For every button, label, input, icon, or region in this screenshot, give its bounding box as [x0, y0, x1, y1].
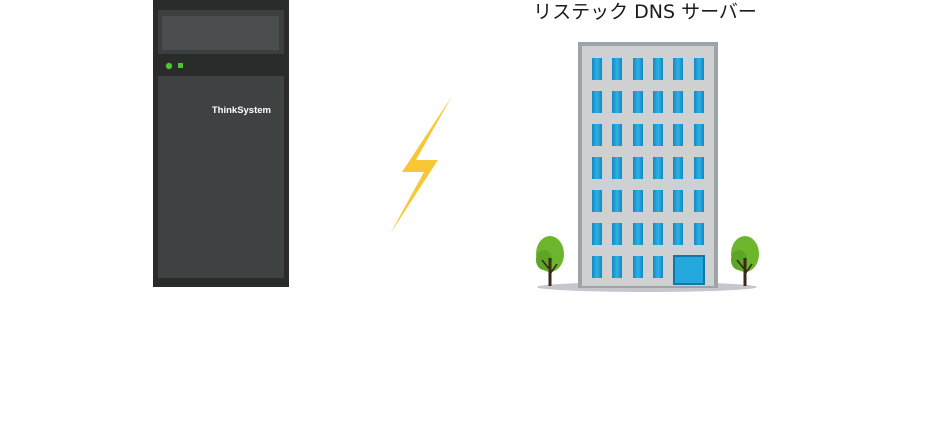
building-window — [653, 124, 663, 146]
building-window — [612, 124, 622, 146]
building-window — [694, 58, 704, 80]
building-window — [653, 190, 663, 212]
building-window — [592, 91, 602, 113]
building-window — [653, 256, 663, 278]
status-led — [178, 63, 183, 68]
building-window — [612, 157, 622, 179]
tower-server: ThinkSystem — [153, 0, 289, 287]
building-window — [653, 58, 663, 80]
building-window — [673, 124, 683, 146]
building-window — [653, 157, 663, 179]
building-window — [633, 157, 643, 179]
building-window — [592, 124, 602, 146]
dns-server-title: リステック DNS サーバー — [533, 1, 757, 23]
building-window — [673, 91, 683, 113]
server-brand-label: ThinkSystem — [212, 105, 271, 116]
office-building-icon — [536, 42, 759, 292]
building-entrance — [673, 255, 705, 285]
building-window — [694, 223, 704, 245]
building-window — [633, 124, 643, 146]
building-window — [694, 91, 704, 113]
building-window — [633, 58, 643, 80]
building-window — [673, 190, 683, 212]
building-window — [673, 223, 683, 245]
building-window — [612, 190, 622, 212]
building-window — [612, 91, 622, 113]
building-window — [633, 190, 643, 212]
building-windows — [592, 58, 704, 278]
building-window — [592, 223, 602, 245]
lightning-bolt-icon — [390, 96, 452, 234]
building-window — [633, 223, 643, 245]
building-window — [612, 223, 622, 245]
tree-left-icon — [536, 236, 564, 286]
building-window — [694, 124, 704, 146]
building-window — [633, 91, 643, 113]
dns-server-building — [530, 38, 765, 293]
building-window — [694, 190, 704, 212]
tower-server-icon: ThinkSystem — [153, 0, 289, 287]
building-window — [633, 256, 643, 278]
building-window — [612, 256, 622, 278]
building-window — [694, 157, 704, 179]
building-window — [592, 190, 602, 212]
building-window — [592, 58, 602, 80]
building-window — [653, 223, 663, 245]
building-window — [673, 157, 683, 179]
building-window — [592, 157, 602, 179]
connection-bolt — [388, 96, 454, 234]
power-led — [165, 62, 173, 70]
building-window — [592, 256, 602, 278]
building-window — [612, 58, 622, 80]
building-window — [673, 58, 683, 80]
building-window — [653, 91, 663, 113]
tree-right-icon — [731, 236, 759, 286]
